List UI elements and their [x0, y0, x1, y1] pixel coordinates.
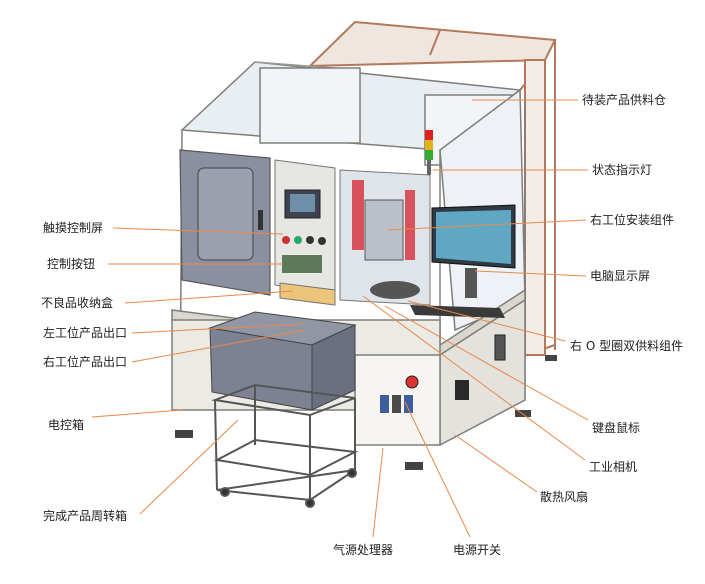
leader-touch-screen	[112, 227, 284, 235]
leader-camera	[362, 295, 586, 461]
label-status-light: 状态指示灯	[592, 163, 653, 177]
label-right-station-assembly: 右工位安装组件	[590, 213, 675, 227]
status-light	[425, 130, 433, 175]
feet	[175, 355, 557, 470]
leader-control-cabinet	[91, 409, 183, 418]
leader-keyboard	[384, 305, 589, 421]
leader-reject-box	[124, 290, 294, 304]
keyboard	[410, 305, 505, 318]
label-right-o-ring-feeder: 右 O 型圈双供料组件	[570, 339, 684, 353]
label-reject-box: 不良品收纳盒	[41, 296, 114, 310]
label-touch-screen: 触摸控制屏	[43, 221, 104, 235]
right-station	[339, 169, 431, 306]
control-door	[179, 149, 271, 296]
finished-tote-cart	[211, 383, 359, 508]
leader-power	[404, 401, 471, 538]
label-right-station-outlet: 右工位产品出口	[43, 355, 128, 369]
industrial-camera	[494, 334, 506, 361]
label-control-buttons: 控制按钮	[47, 257, 96, 271]
label-air-processor: 气源处理器	[333, 543, 394, 557]
leader-right-outlet	[131, 329, 306, 363]
air-processor	[380, 395, 413, 413]
leader-air	[372, 447, 384, 538]
label-feed-bin: 待装产品供料仓	[582, 93, 667, 107]
leader-lines	[91, 99, 589, 538]
label-industrial-camera: 工业相机	[589, 460, 638, 474]
reject-box	[279, 282, 336, 306]
control-panel	[274, 159, 336, 296]
leader-tote	[139, 419, 239, 515]
label-cooling-fan: 散热风扇	[540, 490, 589, 504]
leader-fan	[454, 434, 538, 493]
label-keyboard-mouse: 键盘鼠标	[592, 421, 641, 435]
cooling-fan	[455, 380, 469, 400]
leader-o-ring	[407, 300, 566, 342]
label-finished-tote: 完成产品周转箱	[43, 509, 128, 523]
feed-bin-frame	[307, 20, 557, 356]
leader-right-assembly	[387, 219, 587, 231]
leader-left-outlet	[131, 323, 304, 334]
pc-monitor	[431, 204, 516, 298]
label-control-cabinet: 电控箱	[48, 418, 85, 432]
label-left-station-outlet: 左工位产品出口	[43, 326, 128, 340]
label-power-switch: 电源开关	[453, 543, 502, 557]
power-switch	[405, 375, 419, 389]
leader-pc-monitor	[474, 270, 587, 277]
label-pc-monitor: 电脑显示屏	[590, 269, 651, 283]
